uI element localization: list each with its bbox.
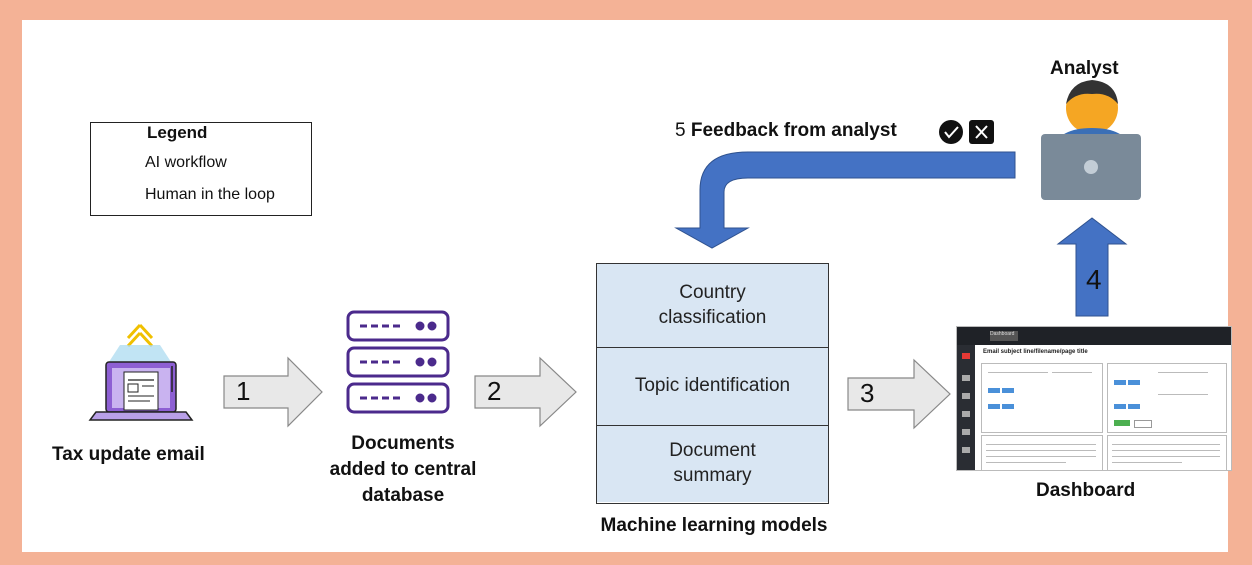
- ai-arrow-1: [223, 356, 323, 428]
- dashboard-notes-panel: [1107, 435, 1227, 470]
- analyst-label: Analyst: [1050, 58, 1119, 79]
- database-label-line1: Documents: [351, 433, 455, 454]
- sidebar-chat-icon: [962, 447, 970, 453]
- ai-arrow-2: [474, 356, 577, 428]
- step-3-label: 3: [860, 378, 875, 408]
- ml-country-classification: Country classification: [597, 264, 828, 348]
- step-1-label: 1: [236, 376, 251, 406]
- feedback-label: 5 Feedback from analyst: [675, 120, 897, 142]
- step-4-label: 4: [1086, 264, 1102, 295]
- dashboard-feedback-panel: [1107, 363, 1227, 433]
- ai-arrow-3: [847, 358, 951, 430]
- legend-ai-workflow-label: AI workflow: [145, 154, 227, 171]
- database-server-icon: [346, 310, 450, 414]
- feedback-arrow: [674, 151, 1016, 249]
- ml-models-label: Machine learning models: [600, 515, 828, 536]
- feedback-text: Feedback from analyst: [690, 120, 897, 141]
- ml-summary-line1: Document: [669, 440, 756, 462]
- ml-country-line1: Country: [679, 281, 746, 303]
- sidebar-grid-icon: [962, 429, 970, 435]
- analyst-icon: [1041, 80, 1141, 200]
- feedback-number: 5: [675, 120, 686, 141]
- ml-topic-identification: Topic identification: [597, 348, 828, 426]
- reject-x-icon: [969, 120, 994, 144]
- ml-topic-label: Topic identification: [634, 375, 791, 397]
- dashboard-screenshot: Dashboard Email subject line/filename/pa…: [956, 326, 1232, 471]
- dashboard-summary-panel: [981, 435, 1103, 470]
- database-label: Documents added to central database: [308, 431, 498, 509]
- legend-human-loop-label: Human in the loop: [145, 186, 275, 203]
- ml-summary-line2: summary: [673, 465, 752, 486]
- legend-box: Legend AI workflow Human in the loop: [90, 122, 312, 216]
- dashboard-sidebar: [957, 345, 975, 470]
- dashboard-tab: Dashboard: [990, 331, 1018, 341]
- dashboard-label: Dashboard: [1036, 480, 1136, 501]
- sidebar-trash-icon: [962, 393, 970, 399]
- sidebar-list-icon: [962, 411, 970, 417]
- database-label-line3: database: [361, 485, 445, 506]
- step-2-label: 2: [487, 376, 502, 406]
- ml-document-summary: Document summary: [597, 426, 828, 502]
- human-arrow-4: [1056, 217, 1128, 317]
- sidebar-logo-icon: [962, 353, 970, 359]
- sidebar-docs-icon: [962, 375, 970, 381]
- database-label-line2: added to central: [329, 459, 477, 480]
- dashboard-email-title: Email subject line/filename/page title: [983, 349, 1088, 355]
- dashboard-topbar: Dashboard: [957, 327, 1231, 345]
- dashboard-doc-info-panel: [981, 363, 1103, 433]
- email-label: Tax update email: [52, 444, 205, 465]
- email-laptop-icon: [88, 323, 194, 421]
- ml-models-box: Country classification Topic identificat…: [596, 263, 829, 504]
- ml-country-line2: classification: [658, 306, 767, 328]
- legend-title: Legend: [147, 123, 208, 142]
- approve-check-icon: [939, 120, 963, 144]
